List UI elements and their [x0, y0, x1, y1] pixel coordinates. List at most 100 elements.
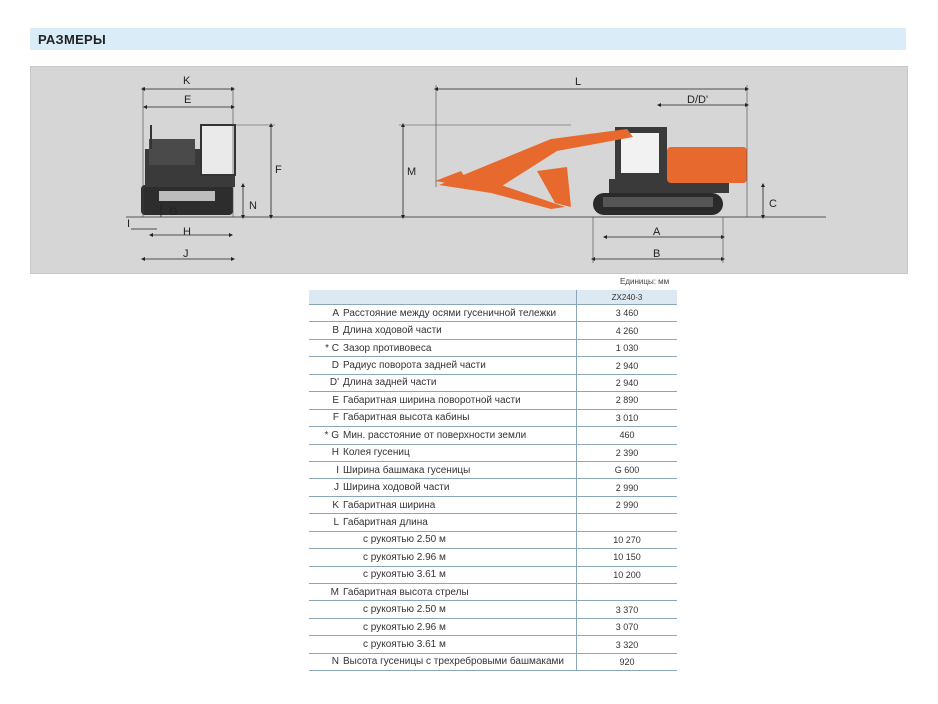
row-name: с рукоятью 2.96 м — [343, 548, 577, 567]
row-value: 2 990 — [576, 478, 677, 497]
row-name: Длина ходовой части — [343, 321, 577, 340]
row-value: 3 010 — [576, 409, 677, 428]
row-value: 2 390 — [576, 444, 677, 462]
row-code: D — [309, 356, 343, 375]
label-l: L — [575, 76, 581, 88]
row-name: Расстояние между осями гусеничной тележк… — [343, 304, 577, 323]
units-label: Единицы: мм — [620, 277, 670, 286]
row-name: Габаритная высота стрелы — [343, 583, 577, 602]
row-code — [309, 566, 343, 585]
row-name: Ширина башмака гусеницы — [343, 461, 577, 480]
row-name: Габаритная ширина — [343, 496, 577, 515]
model-header: ZX240-3 — [576, 290, 677, 305]
row-value: G 600 — [576, 461, 677, 480]
row-value: 2 940 — [576, 374, 677, 393]
row-value — [576, 583, 677, 602]
row-code — [309, 618, 343, 637]
row-name: с рукоятью 3.61 м — [343, 566, 577, 585]
row-code — [309, 531, 343, 550]
row-name: Радиус поворота задней части — [343, 356, 577, 375]
label-h: H — [183, 226, 191, 238]
row-name: Мин. расстояние от поверхности земли — [343, 426, 577, 445]
row-code: D' — [309, 374, 343, 393]
row-code — [309, 600, 343, 619]
excavator-drawing: K E F N G I H J L — [126, 75, 826, 263]
row-name: с рукоятью 2.50 м — [343, 531, 577, 550]
label-k: K — [183, 75, 191, 87]
label-n: N — [249, 200, 257, 212]
label-g: G — [169, 206, 178, 218]
row-value — [576, 513, 677, 532]
row-code: J — [309, 478, 343, 497]
row-value: 3 320 — [576, 635, 677, 654]
row-code: B — [309, 321, 343, 340]
row-name: Высота гусеницы с трехребровыми башмакам… — [343, 653, 577, 672]
label-a: A — [653, 226, 661, 238]
label-b: B — [653, 248, 660, 260]
row-name: Длина задней части — [343, 374, 577, 393]
section-header-bar — [30, 28, 906, 50]
row-value: 920 — [576, 653, 677, 672]
row-code: * C — [309, 339, 343, 358]
row-value: 4 260 — [576, 321, 677, 340]
row-code: H — [309, 444, 343, 462]
row-name: Колея гусениц — [343, 444, 577, 462]
row-name: Габаритная высота кабины — [343, 409, 577, 428]
row-value: 10 270 — [576, 531, 677, 550]
row-name: с рукоятью 3.61 м — [343, 635, 577, 654]
label-i: I — [127, 218, 130, 230]
table-header-row: ZX240-3 — [309, 290, 677, 305]
row-code: L — [309, 513, 343, 532]
row-name: Ширина ходовой части — [343, 478, 577, 497]
row-code — [309, 548, 343, 567]
side-view-excavator — [435, 127, 747, 215]
row-name: Зазор противовеса — [343, 339, 577, 358]
row-value: 3 370 — [576, 600, 677, 619]
row-value: 3 460 — [576, 304, 677, 323]
row-code: M — [309, 583, 343, 602]
row-code: E — [309, 391, 343, 410]
front-view-excavator — [141, 124, 236, 215]
label-c: C — [769, 198, 777, 210]
row-value: 460 — [576, 426, 677, 445]
row-code — [309, 635, 343, 654]
label-m: M — [407, 166, 416, 178]
row-name: с рукоятью 2.96 м — [343, 618, 577, 637]
row-code: * G — [309, 426, 343, 445]
label-f: F — [275, 164, 282, 176]
row-value: 2 890 — [576, 391, 677, 410]
section-title: РАЗМЕРЫ — [38, 32, 107, 47]
label-e: E — [184, 94, 191, 106]
row-value: 2 990 — [576, 496, 677, 515]
row-name: с рукоятью 2.50 м — [343, 600, 577, 619]
dimensions-diagram: K E F N G I H J L — [30, 66, 908, 274]
row-value: 1 030 — [576, 339, 677, 358]
row-value: 10 150 — [576, 548, 677, 567]
row-code: I — [309, 461, 343, 480]
row-name: Габаритная длина — [343, 513, 577, 532]
label-j: J — [183, 248, 189, 260]
row-code: F — [309, 409, 343, 428]
row-value: 2 940 — [576, 356, 677, 375]
label-d-d: D/D' — [687, 94, 708, 106]
